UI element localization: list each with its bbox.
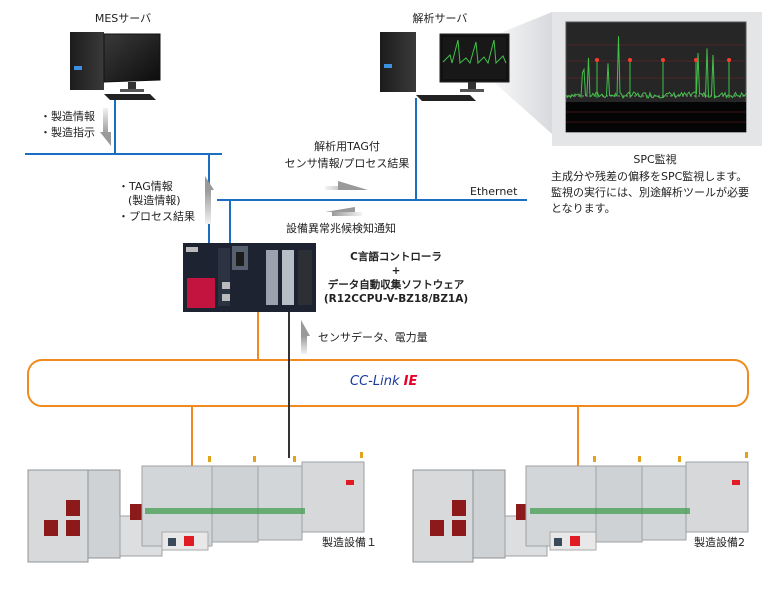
mes-up-item-2: (製造情報) — [128, 194, 181, 207]
mes-server-label: MESサーバ — [94, 12, 152, 25]
equipment-1-label: 製造設備１ — [322, 536, 377, 549]
spc-alarm-point — [661, 58, 665, 62]
sensor-data-label: センサデータ、電力量 — [318, 331, 428, 344]
equipment-2-label: 製造設備2 — [694, 536, 745, 549]
spc-desc-line-2: 監視の実行には、別途解析ツールが必要 — [551, 186, 749, 199]
production-line-2 — [412, 452, 749, 563]
flow-arrow-down — [100, 108, 111, 146]
analysis-server-computer — [380, 32, 510, 101]
spc-panel — [552, 12, 762, 146]
spc-title: SPC監視 — [633, 153, 677, 166]
cclink-ie-text: IE — [403, 374, 418, 389]
spc-alarm-point — [595, 58, 599, 62]
controller-plus: + — [391, 265, 401, 277]
flow-arrow-sensor-up — [301, 320, 310, 354]
spc-alarm-point — [727, 58, 731, 62]
to-analysis-line-1: 解析用TAG付 — [314, 140, 380, 153]
spc-desc-line-3: となります。 — [551, 202, 616, 215]
production-line-1 — [27, 452, 365, 563]
mes-up-item-3: ・プロセス結果 — [118, 210, 195, 223]
cclink-logo-text: CC-Link — [350, 374, 400, 389]
anomaly-notification-label: 設備異常兆候検知通知 — [286, 222, 396, 235]
mes-server-computer — [70, 32, 161, 100]
spc-alarm-point — [694, 58, 698, 62]
controller-software: データ自動収集ソフトウェア — [327, 279, 465, 291]
flow-arrow-up — [205, 176, 214, 224]
plc-controller — [183, 243, 316, 312]
spc-desc-line-1: 主成分や残差の偏移をSPC監視します。 — [551, 170, 748, 183]
spc-alarm-points — [595, 58, 731, 98]
cclink-ie-ring — [27, 359, 749, 407]
controller-model: (R12CCPU-V-BZ18/BZ1A) — [323, 293, 469, 305]
spc-alarm-point — [628, 58, 632, 62]
spc-trace — [565, 36, 747, 99]
controller-name: C言語コントローラ — [350, 251, 442, 263]
analysis-server-label: 解析サーバ — [412, 12, 468, 25]
to-analysis-line-2: センサ情報/プロセス結果 — [284, 157, 410, 170]
mes-up-item-1: ・TAG情報 — [118, 180, 173, 193]
ethernet-label: Ethernet — [470, 185, 518, 198]
ethernet-lines — [25, 98, 527, 243]
flow-arrow-right — [325, 181, 368, 190]
flow-arrow-left — [325, 207, 362, 216]
mes-down-item-1: ・製造情報 — [40, 110, 95, 123]
mes-down-item-2: ・製造指示 — [40, 126, 95, 139]
cclink-ie-logo: CC-Link IE — [350, 374, 417, 389]
